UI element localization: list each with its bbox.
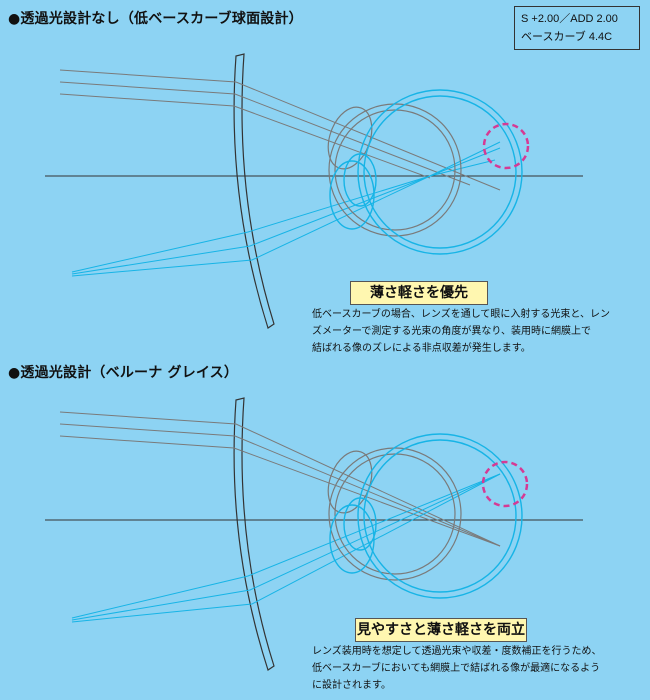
diagram-1 [45,53,583,329]
cyan-ray-bundle [71,473,501,623]
desc-line: 低ベースカーブの場合、レンズを通して眼に入射する光束と、レン [312,309,610,320]
section-2-description: レンズ装用時を想定して透過光束や収差・度数補正を行うため、 低ベースカーブにおい… [312,643,602,694]
gray-ray-bundle [59,69,501,191]
spectacle-lens [233,53,275,329]
spec-power: S +2.00／ADD 2.00 [521,13,618,25]
eye-gray [327,103,462,237]
desc-line: 低ベースカーブにおいても網膜上で結ばれる像が最適になるよう [312,663,601,674]
focus-error-circle [482,122,530,170]
diagram-2 [45,397,583,671]
eye-cyan [329,433,523,599]
desc-line: レンズ装用時を想定して透過光束や収差・度数補正を行うため、 [312,646,602,657]
focus-circle [481,460,529,508]
desc-line: ズメーターで測定する光束の角度が異なり、装用時に網膜上で [312,326,591,337]
section-2-title: ●透過光設計（ベルーナ グレイス） [8,365,239,381]
spec-box: S +2.00／ADD 2.00 ベースカーブ 4.4C [514,6,640,50]
eye-gray [327,447,462,581]
desc-line: 結ばれる像のズレによる非点収差が発生します。 [312,343,531,354]
section-1-description: 低ベースカーブの場合、レンズを通して眼に入射する光束と、レン ズメーターで測定す… [312,306,610,357]
section-1-title: ●透過光設計なし（低ベースカーブ球面設計） [8,11,303,27]
eye-cyan [329,89,523,255]
section-1-callout: 薄さ軽さを優先 [350,281,488,305]
cyan-ray-bundle [71,141,501,277]
desc-line: に設計されます。 [312,680,391,691]
spectacle-lens [233,397,275,671]
gray-ray-bundle [59,411,501,547]
section-2-callout: 見やすさと薄さ軽さを両立 [355,618,527,642]
spec-base-curve: ベースカーブ 4.4C [521,31,613,43]
